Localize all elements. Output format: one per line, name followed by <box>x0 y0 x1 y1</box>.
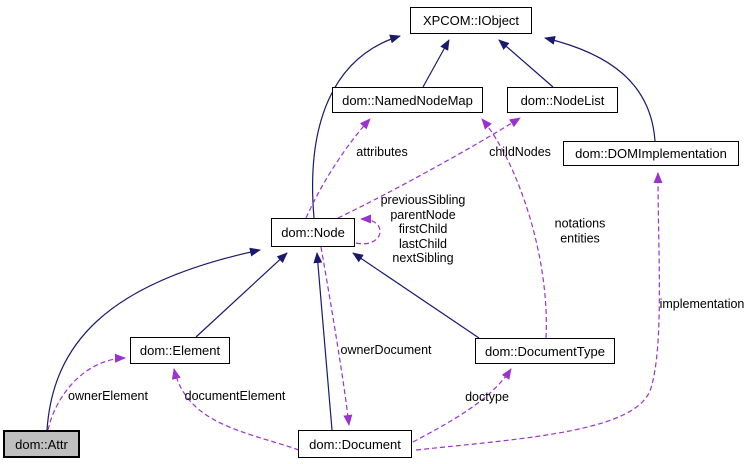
label-documentelement: documentElement <box>184 388 286 403</box>
label-doctype: doctype <box>465 389 509 404</box>
node-dom-documenttype[interactable]: dom::DocumentType <box>475 338 615 364</box>
node-dom-nodelist[interactable]: dom::NodeList <box>507 87 618 113</box>
edge-notations-entities <box>481 118 547 339</box>
edge-node-to-iobject <box>312 34 401 219</box>
node-xpcom-iobject[interactable]: XPCOM::IObject <box>410 7 532 34</box>
node-dom-document[interactable]: dom::Document <box>298 430 412 458</box>
label-nextsibling: nextSibling <box>392 250 454 265</box>
label-node-self-loop: previousSibling parentNode firstChild la… <box>381 193 466 266</box>
label-ownerelement: ownerElement <box>68 388 148 403</box>
label-implementation: implementation <box>659 296 745 311</box>
label-attributes: attributes <box>356 144 408 159</box>
edge-attributes <box>305 118 371 219</box>
label-childnodes: childNodes <box>489 144 551 159</box>
edge-namednodemap-to-iobject <box>422 39 450 88</box>
edge-doctype <box>412 368 512 443</box>
node-dom-domimplementation[interactable]: dom::DOMImplementation <box>563 141 739 166</box>
edge-documenttype-to-node <box>352 252 480 339</box>
node-dom-element[interactable]: dom::Element <box>130 337 230 364</box>
label-entities: entities <box>560 231 600 245</box>
edge-ownerelement <box>47 353 126 431</box>
label-previoussibling: previousSibling <box>380 192 466 207</box>
edge-node-self-loop <box>355 214 381 245</box>
edge-ownerdocument <box>320 246 353 426</box>
label-ownerdocument: ownerDocument <box>340 342 432 357</box>
edge-nodelist-to-iobject <box>498 39 554 88</box>
edge-element-to-node <box>195 252 288 338</box>
label-notations: notations <box>554 216 606 231</box>
node-dom-attr[interactable]: dom::Attr <box>3 430 80 458</box>
label-parentnode: parentNode <box>390 207 456 222</box>
edge-childnodes <box>337 117 521 219</box>
label-notations-entities: notations entities <box>555 217 606 246</box>
label-firstchild: firstChild <box>398 221 448 236</box>
edge-document-to-node <box>313 252 333 431</box>
node-dom-node[interactable]: dom::Node <box>271 218 355 247</box>
edge-documentelement <box>171 368 300 451</box>
edge-attr-to-node <box>46 247 261 431</box>
edge-implementation <box>415 172 663 451</box>
label-lastchild: lastChild <box>399 236 447 251</box>
edge-domimplementation-to-iobject <box>544 35 656 142</box>
node-dom-namednodemap[interactable]: dom::NamedNodeMap <box>332 87 483 113</box>
